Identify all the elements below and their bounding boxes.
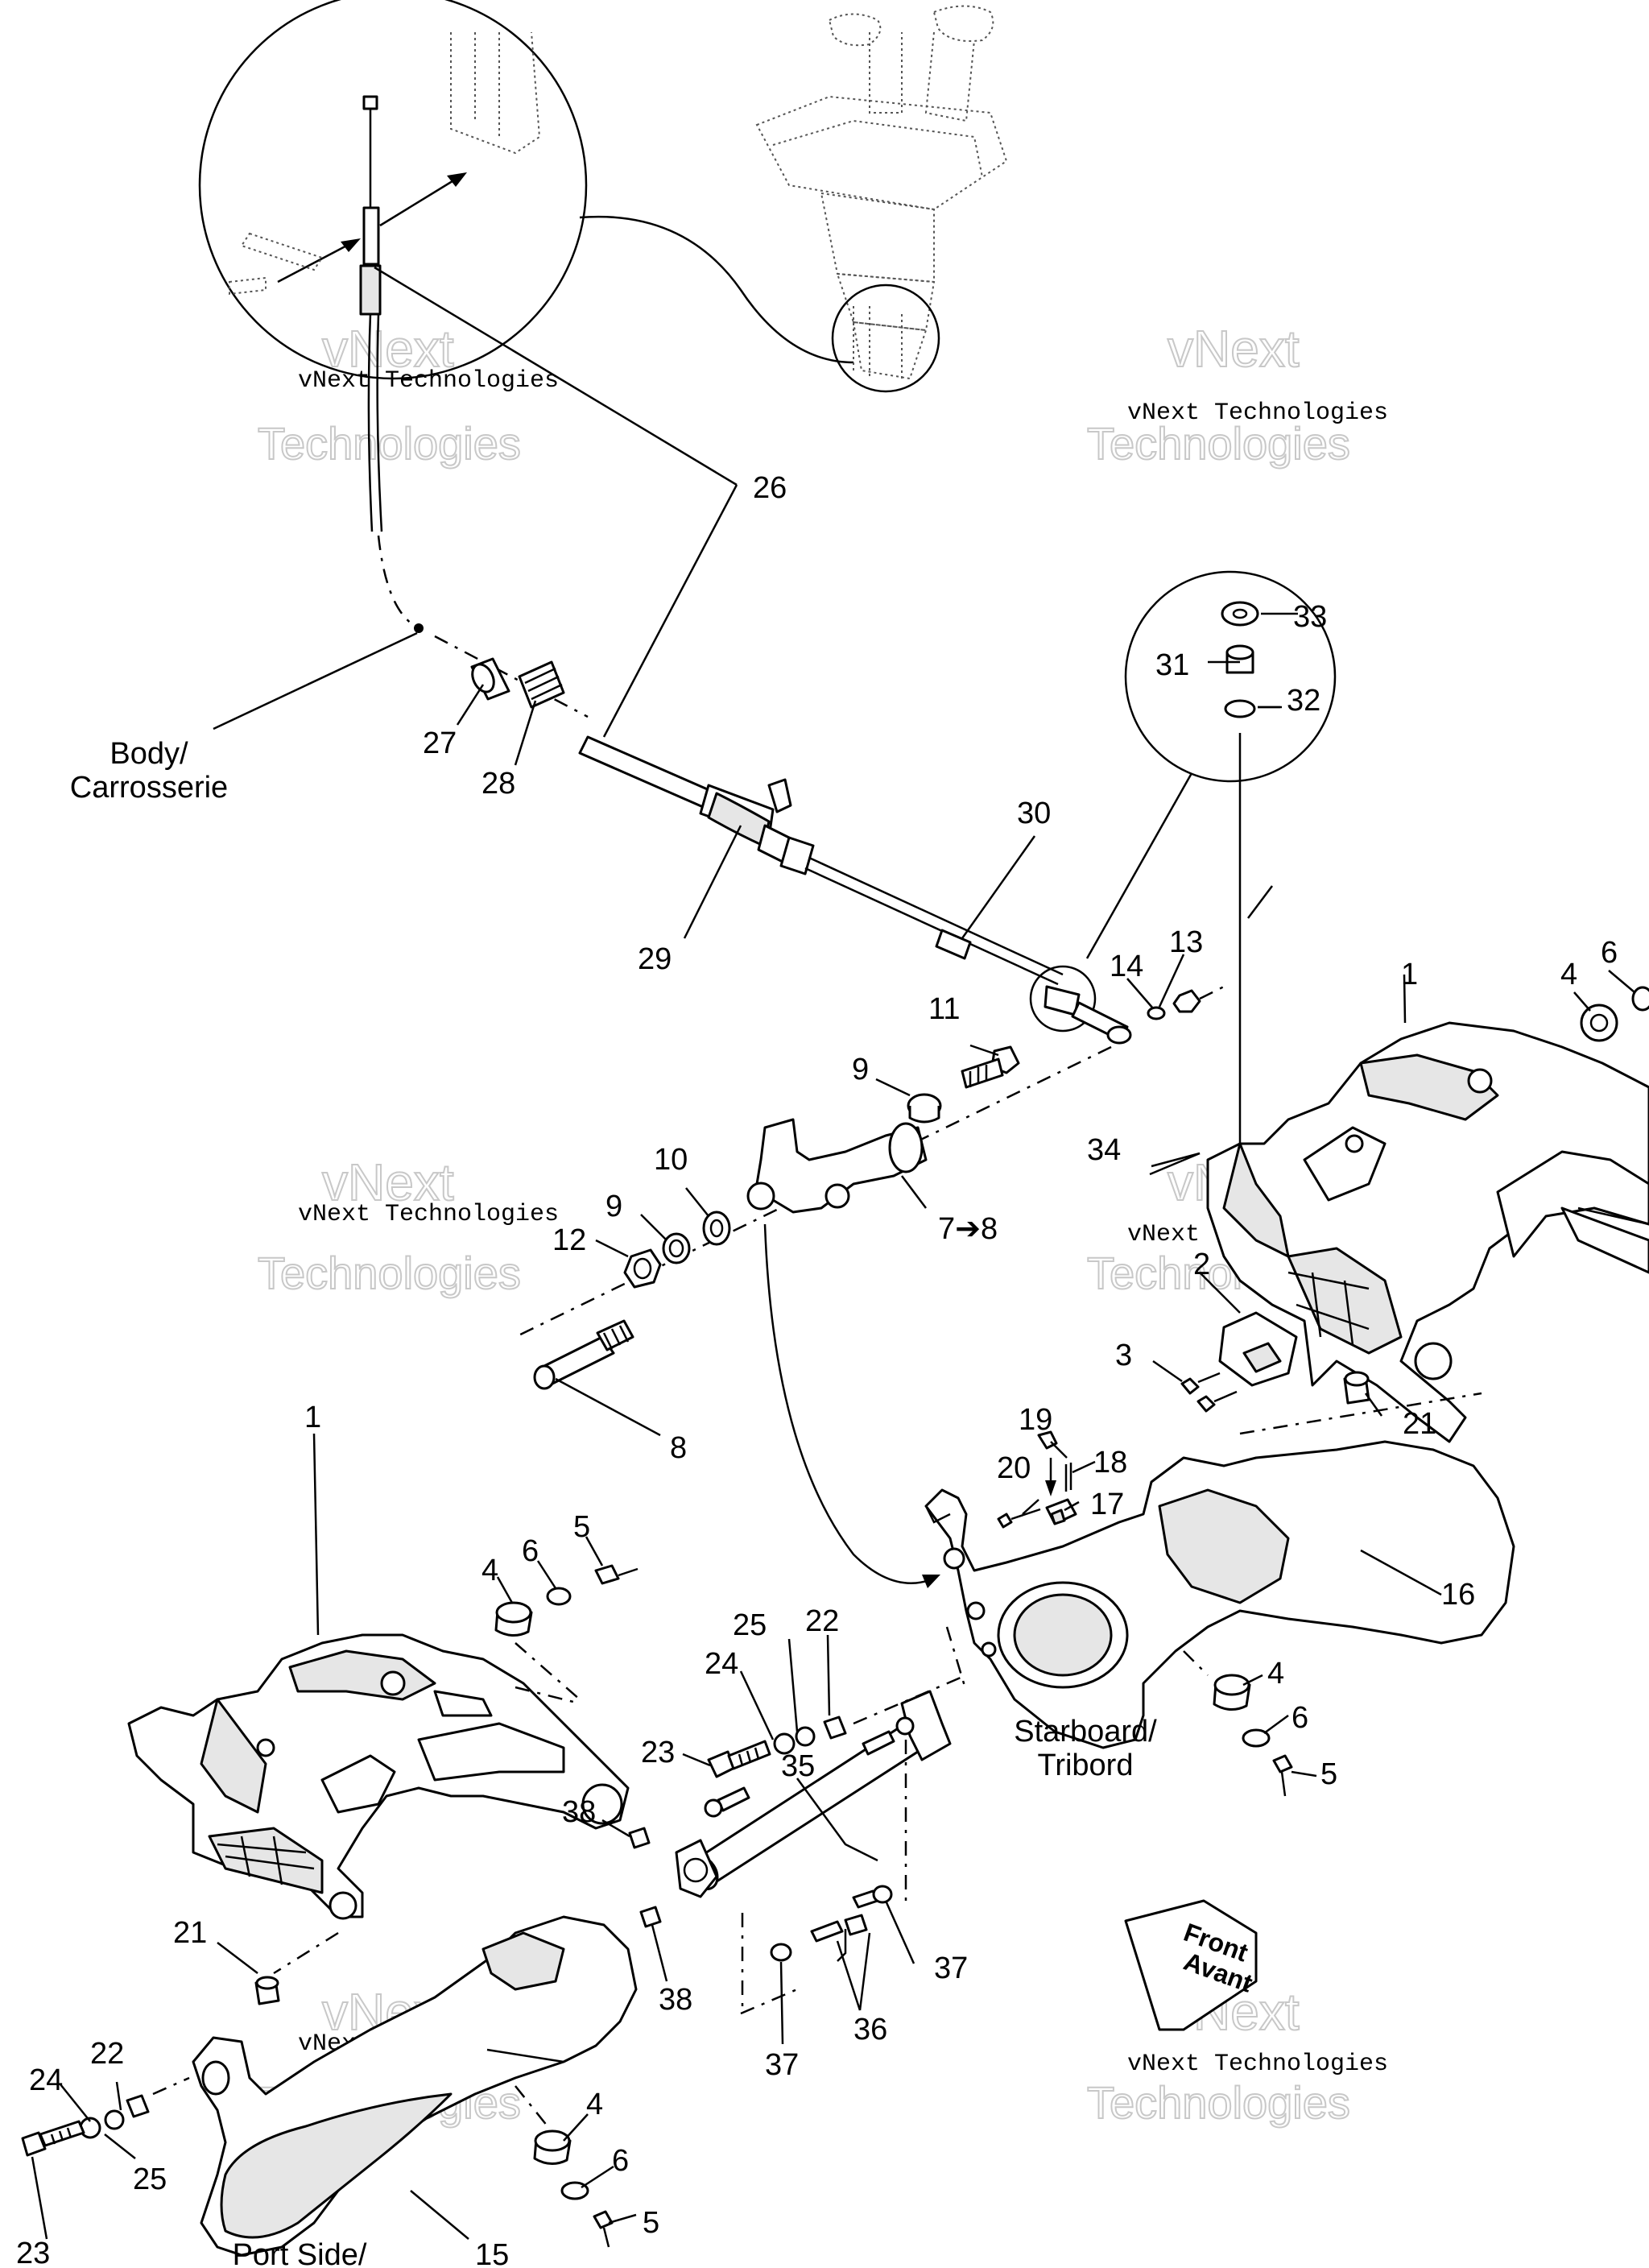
- callout-14: 14: [1110, 950, 1143, 983]
- svg-text:vNext: vNext: [1168, 320, 1300, 378]
- cable-end-detail-circle: [198, 0, 854, 532]
- callout-9b: 9: [605, 1190, 622, 1223]
- callout-numbers: 26 27 28 29 30 33 31 32 14 13 11 9 10 9 …: [16, 471, 1618, 2268]
- callout-11: 11: [928, 992, 960, 1026]
- callout-25-port: 25: [133, 2162, 167, 2196]
- callout-36: 36: [853, 2013, 887, 2047]
- callout-37a: 37: [934, 1951, 968, 1985]
- bushing-detail-circle: [1085, 570, 1337, 1169]
- svg-text:vNext: vNext: [322, 1153, 454, 1211]
- port-bracket-lower: [127, 1633, 630, 1920]
- svg-text:Technologies: Technologies: [1087, 2077, 1350, 2128]
- callout-33: 33: [1293, 600, 1327, 634]
- svg-text:Starboard/: Starboard/: [1014, 1715, 1157, 1749]
- callout-37b: 37: [765, 2048, 799, 2082]
- callout-21-lower: 21: [173, 1916, 207, 1950]
- callout-23-port: 23: [16, 2237, 50, 2268]
- callout-22: 22: [805, 1604, 839, 1638]
- callout-30: 30: [1017, 797, 1051, 830]
- callout-17: 17: [1090, 1488, 1124, 1521]
- leader-lines: [31, 266, 1635, 2240]
- watermark-top-right: vNext vNext Technologies Technologies: [1086, 319, 1388, 470]
- callout-35: 35: [781, 1749, 815, 1783]
- svg-text:Technologies: Technologies: [258, 1248, 521, 1298]
- svg-text:vNext Technologies: vNext Technologies: [1127, 399, 1388, 427]
- svg-text:Technologies: Technologies: [258, 418, 521, 469]
- svg-text:vNext Technologies: vNext Technologies: [1127, 2051, 1388, 2078]
- callout-28: 28: [481, 767, 515, 801]
- callout-29: 29: [638, 942, 672, 976]
- watermark-top-left: vNext vNext Technologies Technologies: [257, 319, 559, 470]
- svg-text:Tribord: Tribord: [1038, 1749, 1134, 1782]
- callout-9a: 9: [852, 1053, 869, 1086]
- callout-3: 3: [1115, 1339, 1132, 1372]
- watermark-mid-left: vNext vNext Technologies Technologies: [257, 1153, 559, 1299]
- watermark-bottom-right: vNext vNext Technologies Technologies: [1086, 1982, 1388, 2129]
- callout-10: 10: [654, 1143, 688, 1177]
- svg-text:Body/: Body/: [110, 737, 188, 771]
- body-label: Body/ Carrosserie: [70, 737, 228, 805]
- svg-text:Technologies: Technologies: [1087, 418, 1350, 469]
- callout-27: 27: [423, 726, 457, 760]
- port-handle: [21, 1915, 638, 2257]
- callout-24-port: 24: [29, 2063, 63, 2097]
- svg-text:Port Side/: Port Side/: [233, 2238, 367, 2268]
- callout-19: 19: [1019, 1403, 1052, 1437]
- callout-12: 12: [552, 1223, 586, 1257]
- callout-38b: 38: [659, 1983, 692, 2017]
- cross-tube-assembly: [628, 1626, 968, 2015]
- callout-1-lower: 1: [304, 1401, 321, 1434]
- callout-5-starboard: 5: [1320, 1757, 1337, 1791]
- callout-38a: 38: [562, 1795, 596, 1829]
- shift-lever-assembly: [515, 1045, 1112, 1588]
- callout-34: 34: [1087, 1133, 1121, 1167]
- callout-4-starboard: 4: [1267, 1657, 1284, 1691]
- callout-18: 18: [1093, 1446, 1127, 1480]
- callout-2: 2: [1193, 1248, 1210, 1281]
- callout-16: 16: [1441, 1578, 1475, 1612]
- callout-6-port-top: 6: [522, 1534, 539, 1568]
- callout-6-starboard: 6: [1292, 1701, 1308, 1735]
- callout-21-upper: 21: [1403, 1407, 1436, 1441]
- callout-26: 26: [753, 471, 787, 505]
- svg-text:vNext Technologies: vNext Technologies: [298, 1201, 559, 1228]
- front-direction-arrow: Front Avant: [1124, 1899, 1258, 2031]
- callout-23: 23: [641, 1736, 675, 1769]
- callout-4-port-top: 4: [481, 1554, 498, 1587]
- callout-31: 31: [1155, 648, 1189, 682]
- callout-4-port-low: 4: [586, 2088, 603, 2121]
- callout-24: 24: [705, 1647, 738, 1681]
- svg-text:vNext Technologies: vNext Technologies: [298, 367, 559, 395]
- port-top-fasteners: [494, 1564, 639, 1700]
- callout-32: 32: [1287, 684, 1320, 718]
- callout-4-upper: 4: [1560, 958, 1577, 991]
- callout-5-port-low: 5: [643, 2206, 659, 2240]
- starboard-label: Starboard/ Tribord: [1014, 1715, 1157, 1782]
- callout-5-port-top: 5: [573, 1510, 590, 1544]
- callout-7-8: 7➔8: [938, 1212, 998, 1246]
- shift-cable-assembly: [377, 535, 1225, 1045]
- port-side-label: Port Side/: [233, 2238, 367, 2268]
- callout-8: 8: [670, 1431, 687, 1465]
- callout-13: 13: [1169, 925, 1203, 959]
- callout-22-port: 22: [90, 2037, 124, 2071]
- svg-text:vNext: vNext: [322, 320, 454, 378]
- starboard-bracket-upper: [1149, 986, 1649, 1443]
- callout-25: 25: [733, 1608, 767, 1642]
- callout-6-upper: 6: [1601, 936, 1618, 970]
- callout-15: 15: [475, 2238, 509, 2268]
- starboard-handle-lever: [924, 1430, 1515, 1797]
- callout-20: 20: [997, 1451, 1031, 1485]
- svg-text:Carrosserie: Carrosserie: [70, 771, 228, 805]
- callout-1-upper: 1: [1401, 958, 1418, 991]
- console-dotted-view: [755, 5, 1008, 393]
- callout-6-port-low: 6: [612, 2144, 629, 2178]
